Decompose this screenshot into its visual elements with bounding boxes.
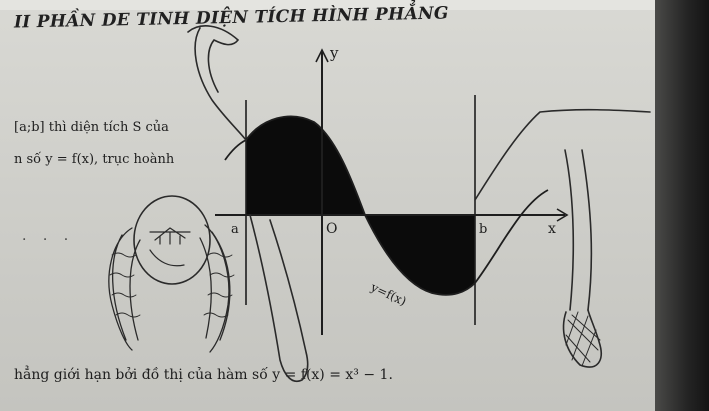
left-hair-doodle: [108, 227, 141, 351]
right-hair-doodle: [199, 224, 231, 353]
text-line-function: n số y = f(x), trục hoành: [14, 152, 175, 167]
origin-label: O: [326, 221, 337, 237]
y-axis-arrow: [315, 48, 329, 63]
positive-area: [246, 116, 365, 215]
shoe-doodle: [562, 309, 602, 368]
b-label: b: [479, 222, 487, 237]
y-axis-label: y: [329, 44, 339, 62]
negative-area: [365, 215, 475, 295]
raised-arm-doodle: [187, 25, 247, 141]
curve-label: y=f(x): [368, 280, 409, 309]
right-leg-doodle: [474, 108, 651, 311]
text-line-bottom: hẳng giới hạn bởi đồ thị của hàm số y = …: [14, 367, 393, 383]
text-line-interval: [a;b] thì diện tích S của: [14, 120, 169, 135]
face-doodle: [149, 227, 191, 267]
page-top-edge: [0, 0, 655, 10]
a-label: a: [231, 222, 239, 237]
shoe-net-doodle: [565, 311, 601, 367]
x-axis-label: x: [548, 221, 556, 237]
left-leg-doodle: [249, 214, 309, 382]
x-axis-arrow: [556, 208, 569, 222]
hair-curls-doodle: [109, 252, 235, 318]
dark-background-edge: [655, 0, 709, 411]
function-curve: [224, 115, 549, 296]
doodle-figure: [108, 25, 651, 382]
ellipsis-dots: · · ·: [22, 232, 75, 248]
head-doodle: [133, 195, 211, 285]
